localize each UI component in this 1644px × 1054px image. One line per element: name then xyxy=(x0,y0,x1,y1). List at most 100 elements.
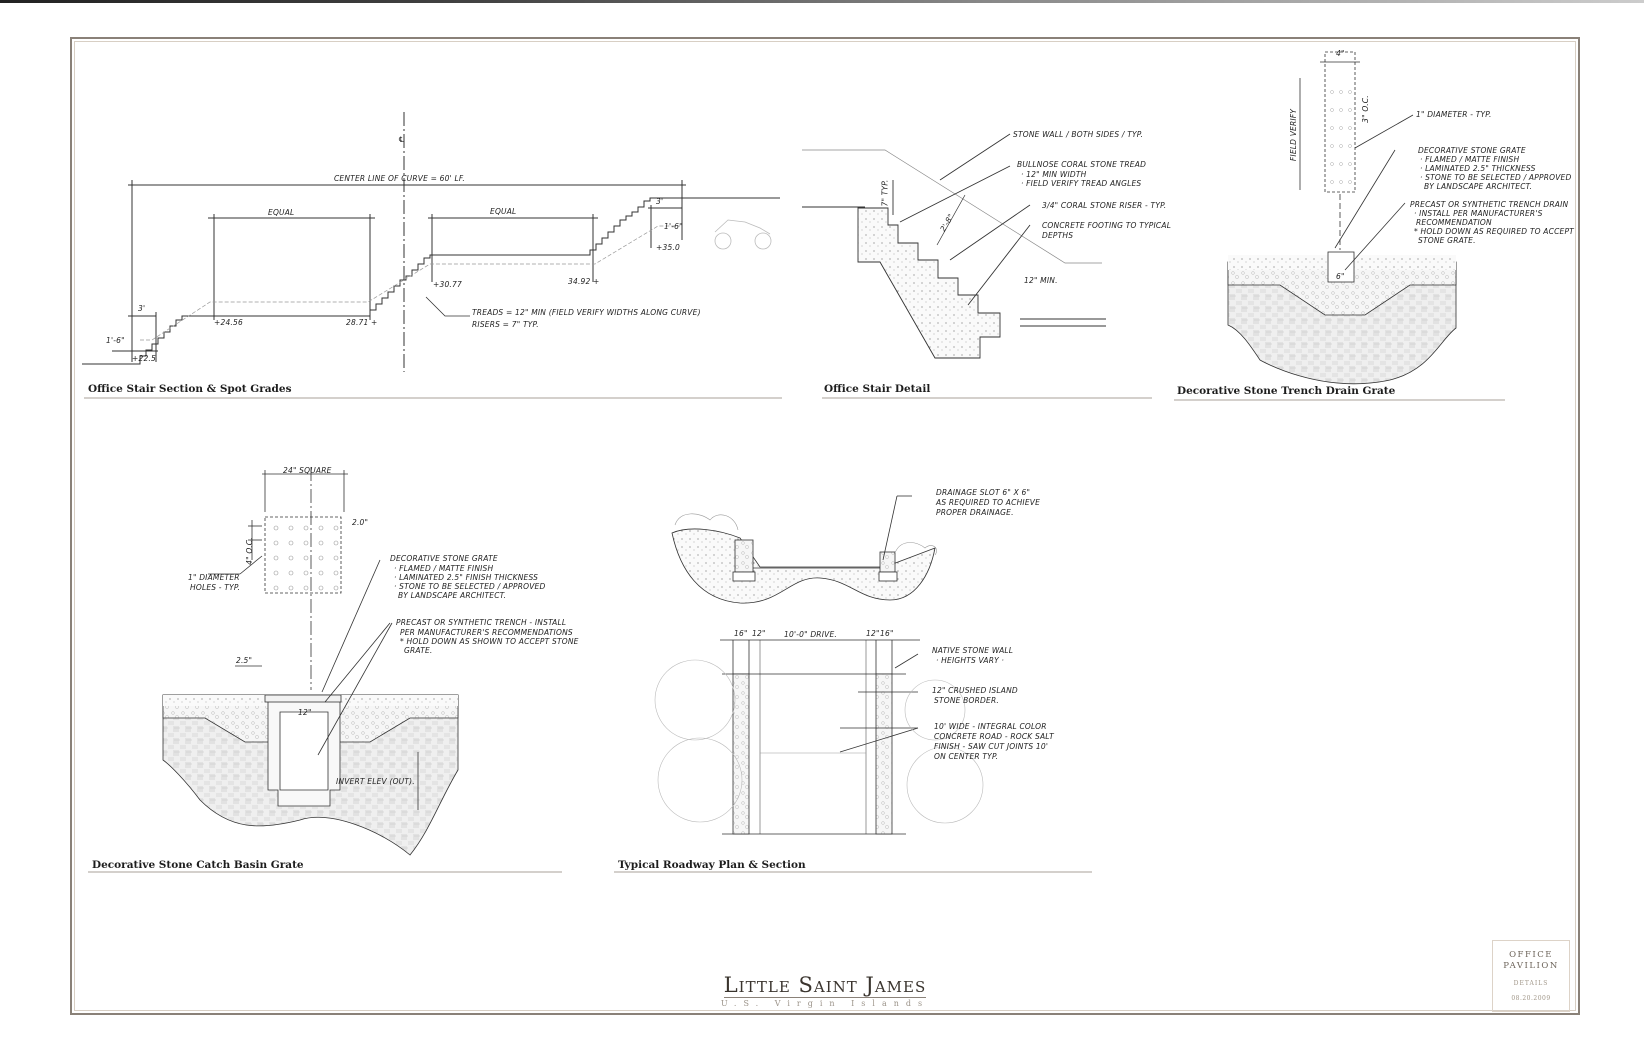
detail-title-roadway: Typical Roadway Plan & Section xyxy=(618,859,806,871)
drainage-note-1: Drainage slot 6" x 6" xyxy=(936,488,1031,497)
catch-basin-holes xyxy=(273,525,339,591)
bullnose-note-2: · 12" min width xyxy=(1021,170,1087,179)
title-block: Office Pavilion Details 08.20.2009 xyxy=(1492,940,1570,1012)
catch-trench-note-4: grate. xyxy=(404,646,433,655)
risers-note: Risers = 7" typ. xyxy=(472,320,539,329)
catch-holes-note-2: holes - typ. xyxy=(190,583,241,592)
catch-holes-note-1: 1" diameter xyxy=(188,573,240,582)
dim-typ: 7" typ. xyxy=(880,179,890,207)
centerline-mark: ℄ xyxy=(398,135,405,144)
catch-grate-note-3: · laminated 2.5" finish thickness xyxy=(394,573,539,582)
stair-detail-drawing xyxy=(802,133,1106,359)
bullnose-note-1: Bullnose coral stone tread xyxy=(1017,160,1147,169)
spot-grade-5: 34.92 + xyxy=(568,277,600,286)
trench-drain-note-1: Precast or synthetic trench drain xyxy=(1410,200,1569,209)
atv-icon xyxy=(714,219,772,250)
sheet-border xyxy=(70,37,1580,1015)
trench-drain-note-5: stone grate. xyxy=(1418,236,1476,245)
dim-left-height: 1'-6" xyxy=(106,336,125,345)
scan-edge xyxy=(0,0,1644,3)
invert-elev-note: Invert elev (out). xyxy=(336,777,415,786)
roadway-dim-d: 16" xyxy=(880,629,894,638)
trench-spacing-dim: 3" o.c. xyxy=(1360,95,1370,123)
detail-title-stair-detail: Office Stair Detail xyxy=(824,383,931,395)
trench-diameter-note: 1" diameter - typ. xyxy=(1416,110,1492,119)
catch-grate-note-4: · stone to be selected / approved xyxy=(394,582,546,591)
trench-length-dim: Field verify xyxy=(1289,108,1299,162)
catch-square-dim: 24" square xyxy=(283,466,332,475)
spot-grade-2: +24.56 xyxy=(214,318,243,327)
trench-width-dim: 4" xyxy=(1336,49,1345,58)
roadway-dim-a: 16" xyxy=(734,629,748,638)
catch-edge-dim: 2.0" xyxy=(352,518,369,527)
stone-border-note-1: 12" crushed island xyxy=(932,686,1018,695)
stone-wall-note: Stone wall / both sides / typ. xyxy=(1013,130,1144,139)
roadway-plan-drawing xyxy=(720,639,920,835)
catch-grate-note-2: · flamed / matte finish xyxy=(394,564,494,573)
spot-grade-6: +35.0 xyxy=(656,243,680,252)
spot-grade-4: +30.77 xyxy=(433,280,462,289)
project-name: Little Saint James xyxy=(723,973,927,998)
spot-grade-3: 28.71 + xyxy=(346,318,378,327)
roadway-section-drawing xyxy=(671,495,936,604)
title-block-date: 08.20.2009 xyxy=(1511,995,1551,1002)
title-block-sheet-title: Details xyxy=(1513,980,1549,987)
trench-grate-note-1: Decorative stone grate xyxy=(1418,146,1526,155)
tree-canopy-icons xyxy=(654,659,984,824)
title-block-project-line1: Office xyxy=(1509,950,1553,960)
detail-title-catch-basin: Decorative Stone Catch Basin Grate xyxy=(92,859,304,871)
trench-grate-holes xyxy=(1330,90,1352,184)
detail-title-trench-drain: Decorative Stone Trench Drain Grate xyxy=(1177,385,1396,397)
detail-title-stair-section: Office Stair Section & Spot Grades xyxy=(88,383,292,395)
stone-wall-note-1: Native stone wall xyxy=(932,646,1014,655)
roadway-dim-c: 12" xyxy=(866,629,880,638)
roadway-drive-dim: 10'-0" drive. xyxy=(784,630,837,639)
catch-spacing-dim: 4" o.c. xyxy=(244,537,254,565)
bullnose-note-3: · field verify tread angles xyxy=(1021,179,1142,188)
trench-grate-note-5: by landscape architect. xyxy=(1424,182,1533,191)
stone-wall-note-2: · heights vary · xyxy=(936,656,1005,665)
trench-grate-note-3: · laminated 2.5" thickness xyxy=(1420,164,1536,173)
catch-trench-note-2: per manufacturer's recommendations xyxy=(400,628,573,637)
title-block-project-line2: Pavilion xyxy=(1503,961,1559,971)
dim-min: 12" min. xyxy=(1024,276,1058,285)
trench-drain-drawing xyxy=(1227,51,1457,385)
spot-grade-1: +22.5 xyxy=(132,354,156,363)
centerline-length-note: Center line of curve = 60' LF. xyxy=(334,174,465,183)
stair-section-drawing xyxy=(82,112,780,372)
trench-grate-note-4: · stone to be selected / approved xyxy=(1420,173,1572,182)
stone-border-note-2: stone border. xyxy=(934,696,999,705)
dim-right-height: 1'-6" xyxy=(664,222,683,231)
roadway-dim-b: 12" xyxy=(752,629,766,638)
trench-grate-note-2: · flamed / matte finish xyxy=(1420,155,1520,164)
drainage-note-3: proper drainage. xyxy=(936,508,1014,517)
catch-grate-note-5: by landscape architect. xyxy=(398,591,507,600)
footing-note-1: Concrete footing to typical xyxy=(1042,221,1172,230)
catch-trench-note-1: Precast or synthetic trench - install xyxy=(396,618,567,627)
project-location: U.S. Virgin Islands xyxy=(720,999,930,1008)
catch-inner-dim: 12" xyxy=(298,708,312,717)
title-block-project: Office Pavilion xyxy=(1493,950,1569,972)
concrete-note-3: finish - saw cut joints 10' xyxy=(934,742,1049,751)
drainage-note-2: as required to achieve xyxy=(936,498,1041,507)
title-underlines xyxy=(84,397,1505,873)
equal-left-note: Equal xyxy=(268,208,295,217)
trench-drain-note-2: · install per manufacturer's xyxy=(1414,209,1543,218)
dim-right-width: 3' xyxy=(656,197,664,206)
catch-grate-note-1: Decorative stone grate xyxy=(390,554,498,563)
treads-note: Treads = 12" min (field verify widths al… xyxy=(472,308,701,317)
catch-ledge-dim: 2.5" xyxy=(236,656,253,665)
dim-left-width: 3' xyxy=(138,304,146,313)
trench-inner-dim: 6" xyxy=(1336,272,1345,281)
sheet-inner-border xyxy=(74,41,1576,1011)
project-logo: Little Saint James U.S. Virgin Islands xyxy=(700,973,950,1008)
concrete-note-4: on center typ. xyxy=(934,752,999,761)
trench-drain-note-3: recommendation xyxy=(1416,218,1492,227)
equal-right-note: Equal xyxy=(490,207,517,216)
catch-basin-drawing xyxy=(162,467,459,856)
shrub-icons xyxy=(674,513,937,556)
concrete-note-2: concrete road - rock salt xyxy=(934,732,1054,741)
riser-note: 3/4" coral stone riser - typ. xyxy=(1042,201,1167,210)
concrete-note-1: 10' wide - integral color xyxy=(934,722,1047,731)
